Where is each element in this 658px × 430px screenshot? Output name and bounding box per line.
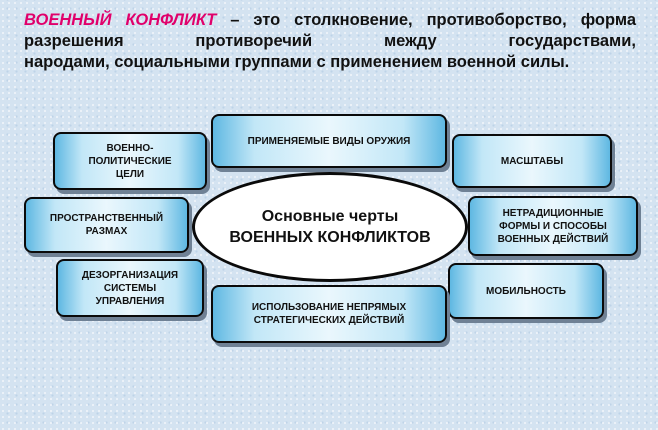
box-weapons: ПРИМЕНЯЕМЫЕ ВИДЫ ОРУЖИЯ xyxy=(211,114,447,168)
definition-line3: народами, социальными группами с примене… xyxy=(24,53,570,71)
box-disorganization: ДЕЗОРГАНИЗАЦИЯ СИСТЕМЫ УПРАВЛЕНИЯ xyxy=(56,259,204,317)
box-nontraditional: НЕТРАДИЦИОННЫЕ ФОРМЫ И СПОСОБЫ ВОЕННЫХ Д… xyxy=(468,196,638,256)
definition-line1: – это столкновение, противоборство, xyxy=(216,11,567,29)
center-title-line2: ВОЕННЫХ КОНФЛИКТОВ xyxy=(229,229,431,246)
definition-text: ВОЕННЫЙ КОНФЛИКТ – это столкновение, про… xyxy=(24,10,636,73)
center-title-line1: Основные черты xyxy=(261,208,399,225)
center-ellipse: Основные черты ВОЕННЫХ КОНФЛИКТОВ xyxy=(192,172,468,282)
definition-line2: форма разрешения противоречий между госу… xyxy=(24,11,637,50)
box-spatial: ПРОСТРАНСТВЕННЫЙ РАЗМАХ xyxy=(24,197,189,253)
box-mobility: МОБИЛЬНОСТЬ xyxy=(448,263,604,319)
box-scale: МАСШТАБЫ xyxy=(452,134,612,188)
box-indirect: ИСПОЛЬЗОВАНИЕ НЕПРЯМЫХ СТРАТЕГИЧЕСКИХ ДЕ… xyxy=(211,285,447,343)
definition-term: ВОЕННЫЙ КОНФЛИКТ xyxy=(24,11,217,29)
box-goals: ВОЕННО-ПОЛИТИЧЕСКИЕ ЦЕЛИ xyxy=(53,132,207,190)
